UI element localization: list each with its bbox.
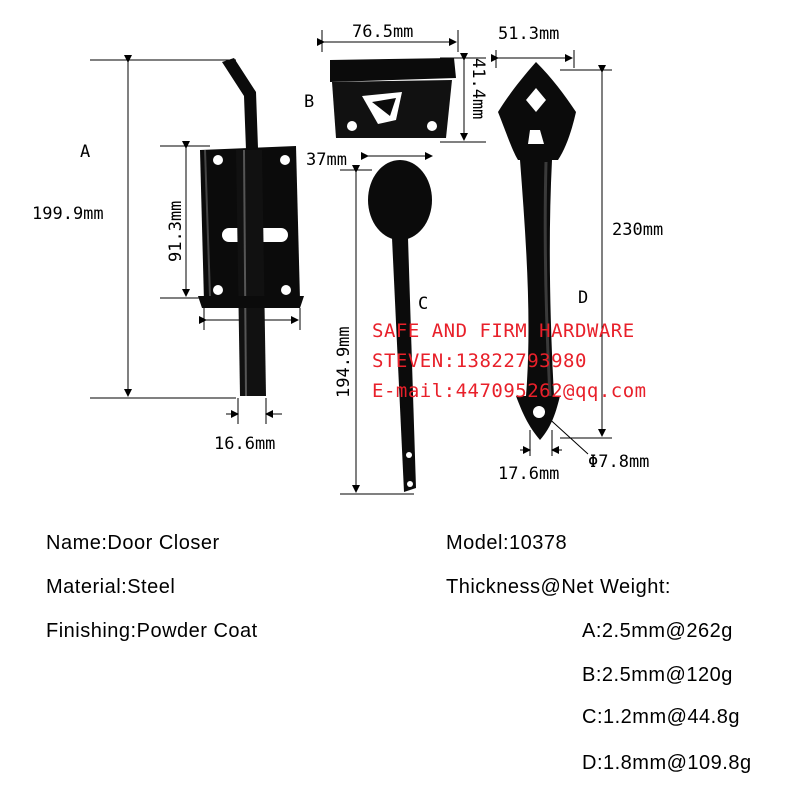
spec-weight-d: D:1.8mm@109.8g [582,752,752,775]
spec-weight-c-key: C: [582,706,603,728]
spec-model-key: Model: [446,532,510,554]
spec-weight-a-key: A: [582,620,602,642]
part-c-label: C [418,294,429,314]
spec-model: Model:10378 [446,532,567,555]
spec-material-key: Material: [46,576,128,598]
spec-thickness-header: Thickness@Net Weight: [446,576,671,598]
part-c-handle [340,152,433,495]
part-a-plate-height: 91.3mm [166,200,186,262]
spec-weight-d-key: D: [582,752,603,774]
part-a-latch [90,55,304,424]
product-dimension-diagram [90,30,612,495]
part-d-bottom-width: 17.6mm [498,464,560,484]
part-d-pull [491,50,612,456]
spec-weight-a: A:2.5mm@262g [582,620,733,643]
part-c-length: 194.9mm [334,326,354,398]
spec-weight-b-value: 2.5mm@120g [601,664,733,686]
part-a-total-height: 199.9mm [32,204,104,224]
part-a-bar-width: 16.6mm [214,434,276,454]
spec-name-value: Door Closer [107,532,220,554]
watermark-email: E-mail:447095262@qq.com [372,380,647,402]
spec-weight-c-value: 1.2mm@44.8g [603,706,740,728]
spec-weight-c: C:1.2mm@44.8g [582,706,740,729]
spec-material: Material:Steel [46,576,175,599]
part-b-height: 41.4mm [468,58,488,120]
spec-name: Name:Door Closer [46,532,220,555]
part-d-top-width: 51.3mm [498,24,560,44]
spec-finishing-key: Finishing: [46,620,137,642]
spec-weight-d-value: 1.8mm@109.8g [603,752,752,774]
part-c-width: 37mm [306,150,347,170]
spec-name-key: Name: [46,532,108,554]
watermark-company: SAFE AND FIRM HARDWARE [372,320,635,342]
spec-weight-a-value: 2.5mm@262g [601,620,733,642]
part-b-width: 76.5mm [352,22,414,42]
spec-weight-b: B:2.5mm@120g [582,664,733,687]
part-b-keeper [317,30,486,143]
spec-weight-b-key: B: [582,664,602,686]
part-a-label: A [80,142,91,162]
part-d-label: D [578,288,589,308]
part-b-label: B [304,92,315,112]
spec-model-value: 10378 [509,532,568,554]
spec-finishing-value: Powder Coat [136,620,258,642]
spec-finishing: Finishing:Powder Coat [46,620,258,643]
spec-material-value: Steel [127,576,176,598]
part-d-length: 230mm [612,220,664,240]
watermark-phone: STEVEN:13822793980 [372,350,587,372]
part-d-hole-diameter: Φ7.8mm [588,452,650,472]
